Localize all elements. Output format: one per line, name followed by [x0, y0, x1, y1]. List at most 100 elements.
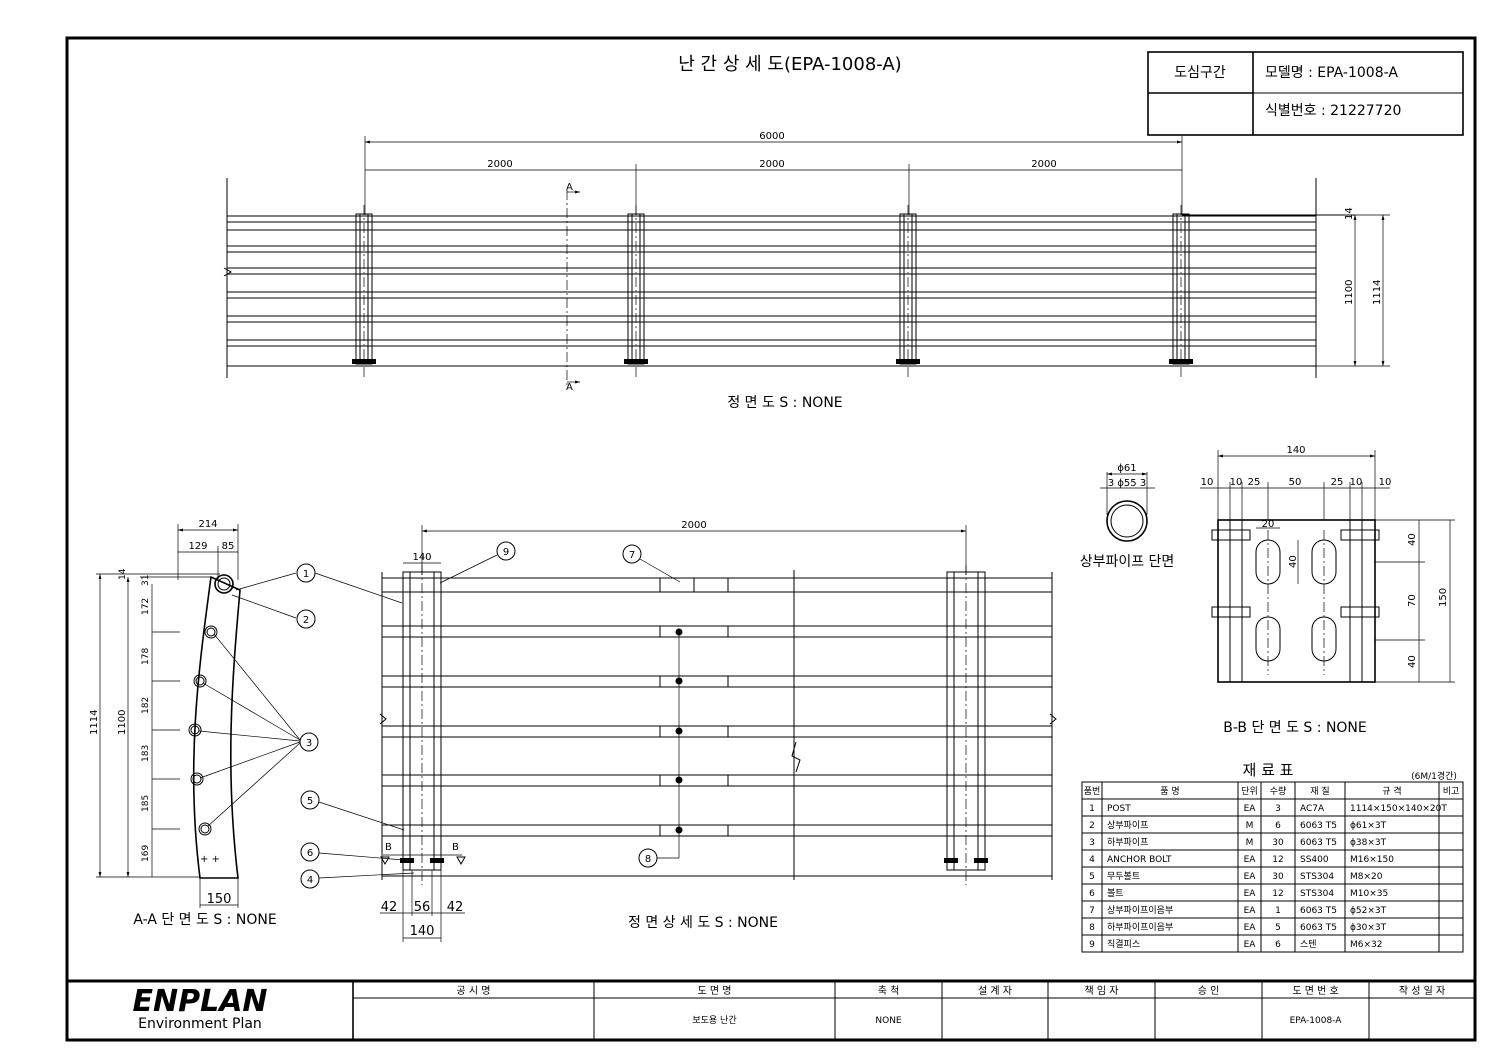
materials-cell: 3 — [1275, 804, 1281, 814]
callout-5: 5 — [300, 790, 320, 810]
detail-dim-42-left: 42 — [381, 900, 398, 915]
front-dim-14: 14 — [1344, 207, 1355, 220]
pipe-section: ϕ61 3 ϕ55 3 상부파이프 단면 — [1080, 463, 1175, 570]
materials-cell: 5 — [1275, 923, 1281, 933]
aa-dim-1114: 1114 — [89, 710, 100, 735]
detail-dim-56: 56 — [414, 900, 431, 915]
title-block-header: 도 면 번 호 — [1292, 985, 1338, 997]
materials-cell: 1114×150×140×20T — [1350, 804, 1447, 814]
svg-text:5: 5 — [307, 796, 313, 807]
bb-dim-140: 140 — [1286, 445, 1305, 456]
materials-cell: 30 — [1272, 838, 1284, 848]
sheet-border — [65, 36, 1477, 1042]
detail-dim-140-bottom: 140 — [410, 924, 435, 939]
callout-2: 2 — [296, 609, 316, 629]
bb-dim-top-3: 25 — [1248, 477, 1261, 488]
brand-logo: ENPLAN — [132, 984, 267, 1019]
materials-header: 수량 — [1270, 785, 1287, 797]
materials-cell: M6×32 — [1350, 940, 1382, 950]
materials-cell: STS304 — [1300, 872, 1334, 882]
aa-spacing-4: 183 — [141, 745, 151, 762]
materials-cell: 3 — [1089, 838, 1095, 848]
pipe-dim-outer: ϕ61 — [1117, 463, 1136, 474]
callout-8: 8 — [638, 848, 658, 868]
header-model: 모델명 : EPA-1008-A — [1265, 65, 1398, 81]
aa-spacing-6: 169 — [141, 845, 151, 862]
materials-cell: M10×35 — [1350, 889, 1388, 899]
materials-cell: 7 — [1089, 906, 1095, 916]
svg-text:+ +: + + — [200, 854, 220, 865]
front-dim-1114: 1114 — [1372, 280, 1383, 305]
materials-cell: 5 — [1089, 872, 1095, 882]
materials-cell: 6063 T5 — [1300, 923, 1337, 933]
materials-cell: ϕ38×3T — [1350, 838, 1387, 848]
bb-dim-40-inner: 40 — [1288, 555, 1299, 568]
bb-caption: B-B 단 면 도 S : NONE — [1223, 720, 1367, 736]
materials-cell: 1 — [1089, 804, 1095, 814]
materials-cell: EA — [1244, 906, 1257, 916]
front-view: 6000 2000 2000 2000 — [223, 131, 1390, 411]
callout-1: 1 — [296, 563, 316, 583]
pipe-caption: 상부파이프 단면 — [1080, 554, 1175, 570]
materials-cell: ϕ30×3T — [1350, 923, 1387, 933]
materials-header: 단위 — [1241, 786, 1258, 797]
callout-3: 3 — [299, 732, 319, 752]
callout-7: 7 — [622, 544, 642, 564]
bb-dim-150: 150 — [1438, 588, 1449, 607]
aa-dim-31: 31 — [141, 575, 151, 586]
materials-cell: 하부파이프이음부 — [1107, 922, 1173, 933]
materials-cell: 6063 T5 — [1300, 906, 1337, 916]
callout-6: 6 — [300, 842, 320, 862]
front-dim-1100: 1100 — [1344, 280, 1355, 305]
aa-dim-214: 214 — [198, 519, 217, 530]
title-block-value: EPA-1008-A — [1290, 1016, 1343, 1026]
materials-cell: 볼트 — [1107, 888, 1124, 899]
materials-cell: M — [1246, 838, 1254, 848]
front-section-mark-bottom: A — [566, 382, 573, 393]
materials-cell: ϕ61×3T — [1350, 821, 1387, 831]
materials-cell: 12 — [1272, 855, 1283, 865]
title-block-header: 공 시 명 — [457, 985, 491, 997]
materials-cell: AC7A — [1300, 804, 1325, 814]
header-category: 도심구간 — [1174, 65, 1226, 81]
bb-dim-right-3: 40 — [1407, 655, 1418, 668]
svg-text:3: 3 — [306, 738, 312, 749]
materials-cell: 9 — [1089, 940, 1095, 950]
materials-cell: EA — [1244, 804, 1257, 814]
front-dim-total: 6000 — [759, 131, 784, 142]
aa-spacing-1: 172 — [141, 598, 151, 615]
materials-cell: EA — [1244, 889, 1257, 899]
materials-header: 비고 — [1443, 786, 1460, 797]
materials-cell: SS400 — [1300, 855, 1329, 865]
materials-cell: 2 — [1089, 821, 1095, 831]
front-dim-span-1: 2000 — [487, 159, 512, 170]
section-aa: 214 129 85 + + 1114 1100 14 31 172 178 1… — [89, 519, 301, 928]
materials-cell: EA — [1244, 855, 1257, 865]
materials-cell: EA — [1244, 872, 1257, 882]
header-box: 도심구간 모델명 : EPA-1008-A 식별번호 : 21227720 — [1147, 51, 1464, 136]
bb-dim-top-7: 10 — [1379, 477, 1392, 488]
bb-dim-right-1: 40 — [1407, 533, 1418, 546]
materials-header: 품번 — [1084, 786, 1101, 797]
front-view-caption: 정 면 도 S : NONE — [727, 395, 842, 411]
bb-dim-top-4: 50 — [1289, 477, 1302, 488]
materials-title: 재 료 표 — [1243, 761, 1294, 779]
aa-spacing-3: 182 — [141, 697, 151, 714]
materials-cell: M16×150 — [1350, 855, 1394, 865]
title-block-value: 보도용 난간 — [692, 1015, 736, 1026]
materials-cell: EA — [1244, 940, 1257, 950]
section-bb: 140 10 10 25 50 25 10 10 — [1200, 445, 1455, 736]
front-dim-span-2: 2000 — [759, 159, 784, 170]
title-block-header: 책 임 자 — [1085, 984, 1119, 997]
materials-cell: 상부파이프이음부 — [1107, 905, 1173, 916]
title-block-header: 승 인 — [1198, 985, 1220, 997]
bb-dim-20: 20 — [1262, 519, 1275, 530]
detail-dim-140: 140 — [412, 552, 431, 563]
title-block-header: 축 척 — [878, 985, 900, 997]
materials-cell: 상부파이프 — [1107, 820, 1148, 831]
aa-dim-150: 150 — [207, 892, 232, 907]
bb-dim-top-6: 10 — [1350, 477, 1363, 488]
materials-cell: EA — [1244, 923, 1257, 933]
